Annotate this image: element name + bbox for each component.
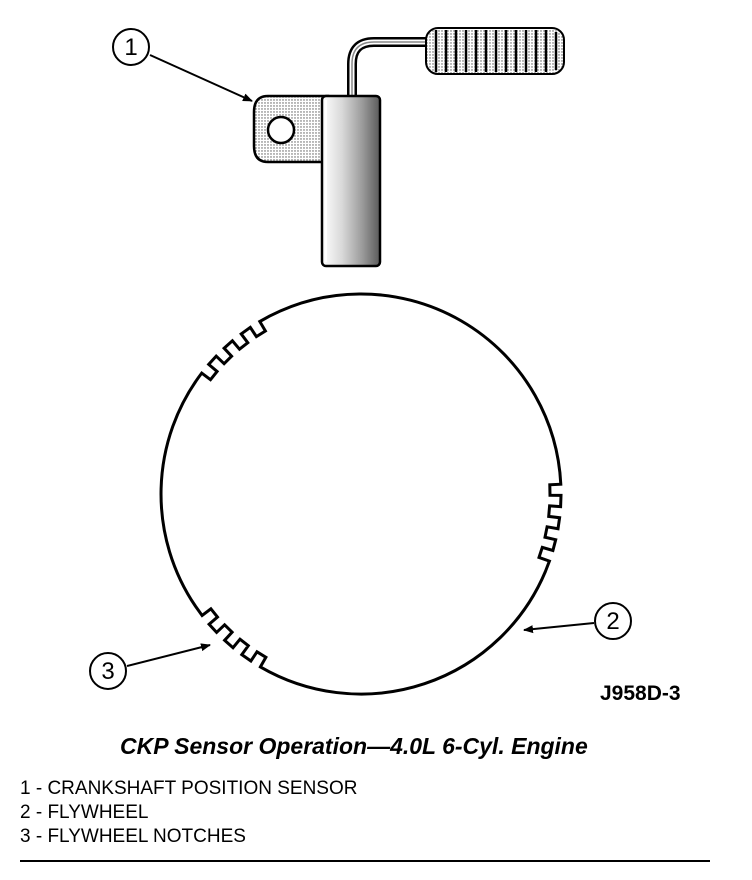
legend-item: 2 - FLYWHEEL [20,802,149,823]
callout-circle [89,652,127,690]
callout-circle [112,28,150,66]
callout-circle [594,602,632,640]
flywheel [159,292,563,696]
callout-2-leader [523,622,595,634]
sensor-mounting-bracket [252,94,330,164]
callout-number: 3 [101,658,114,685]
callout-1: 1 [112,28,253,102]
callout-2: 2 [523,602,632,640]
sensor-harness-coil [425,27,565,75]
figure-id: J958D-3 [600,682,681,705]
legend-item: 1 - CRANKSHAFT POSITION SENSOR [20,778,358,799]
callout-3-leader [126,643,211,667]
bottom-rule [20,860,710,862]
callout-number: 2 [606,608,619,635]
sensor-wire [347,37,437,103]
legend: 1 - CRANKSHAFT POSITION SENSOR 2 - FLYWH… [20,777,357,849]
crankshaft-position-sensor [252,27,565,268]
legend-item: 3 - FLYWHEEL NOTCHES [20,826,246,847]
mounting-hole [266,115,296,145]
callout-number: 1 [124,34,137,61]
figure-caption: CKP Sensor Operation—4.0L 6-Cyl. Engine [120,733,588,759]
callout-1-leader [149,54,253,102]
sensor-body [320,94,382,268]
callout-3: 3 [89,643,211,690]
